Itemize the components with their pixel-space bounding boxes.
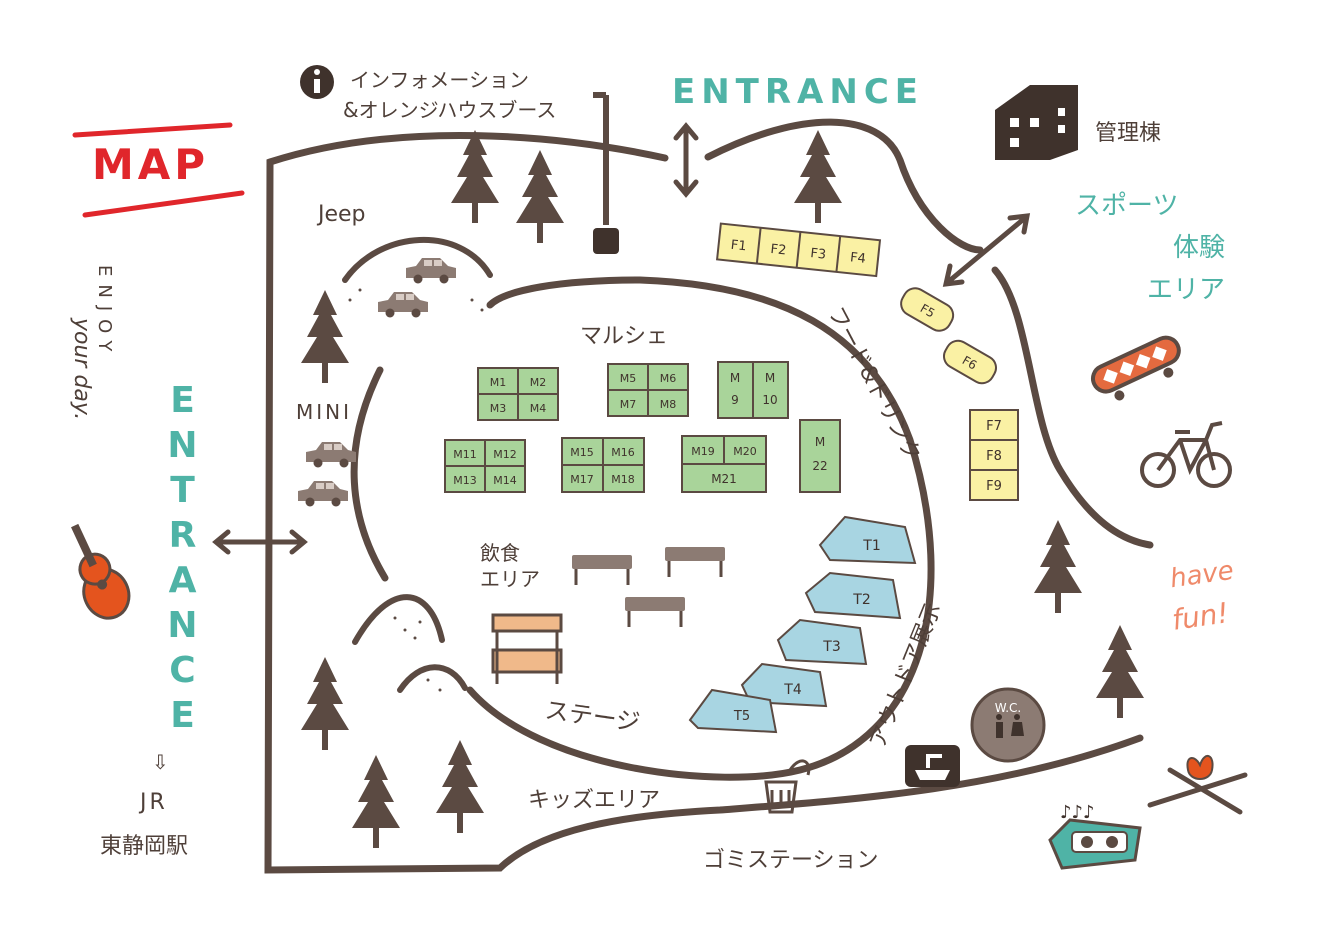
svg-text:F9: F9 <box>986 479 1002 494</box>
kids-area-label: キッズエリア <box>528 788 661 813</box>
svg-text:10: 10 <box>762 393 777 407</box>
admin-label: 管理棟 <box>1095 121 1162 146</box>
food-label: F2 <box>770 242 787 259</box>
eating-area-label: 飲食 エリア <box>480 541 540 591</box>
svg-text:M4: M4 <box>530 402 547 415</box>
garbage-label: ゴミステーション <box>703 848 879 873</box>
svg-text:M21: M21 <box>711 472 737 486</box>
svg-text:♪♪♪: ♪♪♪ <box>1060 802 1094 823</box>
svg-text:M8: M8 <box>660 398 677 411</box>
sink-icon <box>905 745 960 787</box>
svg-text:F6: F6 <box>960 353 980 372</box>
station-label: 東静岡駅 <box>100 834 189 859</box>
food-car: F5 <box>900 287 955 332</box>
hill <box>342 236 493 693</box>
svg-text:M18: M18 <box>611 473 635 486</box>
down-arrow-icon: ⇩ <box>152 750 169 774</box>
marche-block: M 22 <box>799 419 841 493</box>
outer-road-east <box>991 266 1154 549</box>
radio-icon: ♪♪♪ <box>1048 802 1142 870</box>
marche-label: マルシェ <box>580 324 669 349</box>
svg-text:M5: M5 <box>620 372 637 385</box>
svg-text:22: 22 <box>812 459 827 473</box>
svg-text:M19: M19 <box>691 445 715 458</box>
wc-label: W.C. <box>995 701 1022 715</box>
marche-block: M1 M2 M3 M4 <box>477 367 559 421</box>
tent-icon: T1 T2 T3 T4 T5 <box>688 515 917 734</box>
svg-text:M2: M2 <box>530 376 547 389</box>
svg-text:9: 9 <box>731 393 739 407</box>
house-icon <box>995 85 1078 160</box>
marche-block: M11 M12 M13 M14 <box>444 439 526 493</box>
svg-text:M3: M3 <box>490 402 507 415</box>
svg-text:M11: M11 <box>453 448 477 461</box>
svg-text:M: M <box>765 371 775 385</box>
food-label: F1 <box>730 238 747 255</box>
food-label: F3 <box>810 246 827 263</box>
outer-road-right <box>704 118 984 254</box>
svg-text:M7: M7 <box>620 398 637 411</box>
jr-label: JR <box>140 790 168 815</box>
table-icon <box>570 545 727 629</box>
food-label: F4 <box>849 250 866 267</box>
svg-text:T4: T4 <box>783 682 802 698</box>
svg-text:M16: M16 <box>611 446 635 459</box>
guitar-icon <box>71 523 131 620</box>
svg-text:T3: T3 <box>822 639 840 655</box>
sports-label: スポーツ 体験 エリア <box>1075 191 1226 305</box>
bicycle-icon <box>1140 421 1232 488</box>
info-sub-label: &オレンジハウスブース <box>343 98 557 122</box>
outer-road <box>264 131 1144 874</box>
toilet-icon <box>970 687 1046 763</box>
left-entrance-label[interactable]: ENTRANCE <box>162 380 203 740</box>
trash-icon <box>764 759 811 814</box>
food-car: F6 <box>943 339 997 385</box>
svg-text:M1: M1 <box>490 376 507 389</box>
svg-text:T1: T1 <box>862 538 880 554</box>
svg-text:M13: M13 <box>453 474 477 487</box>
svg-text:M20: M20 <box>733 445 757 458</box>
info-booth <box>593 228 619 254</box>
inner-loop <box>350 276 935 781</box>
info-label: インフォメーション <box>350 68 529 92</box>
skateboard-icon <box>1090 335 1181 401</box>
mini-label: MINI <box>296 400 353 424</box>
page-title: MAP <box>92 140 210 189</box>
svg-text:M17: M17 <box>570 473 594 486</box>
marche-block: M19 M20 M21 <box>681 435 767 493</box>
enjoy-label: ENJOY <box>94 265 115 360</box>
marche-block: M M 9 10 <box>717 361 789 419</box>
svg-text:M14: M14 <box>493 474 517 487</box>
svg-text:M: M <box>815 435 825 449</box>
marche-block: M5 M6 M7 M8 <box>607 363 689 417</box>
your-day-label: your day. <box>69 318 94 421</box>
svg-text:M: M <box>730 371 740 385</box>
marche-block: M15 M16 M17 M18 <box>561 437 645 493</box>
food-block-right: F7 F8 F9 <box>969 409 1019 501</box>
top-entrance-label[interactable]: ENTRANCE <box>672 72 924 112</box>
svg-text:F5: F5 <box>918 301 938 320</box>
food-block-top: F1 F2 F3 F4 <box>715 222 882 278</box>
arrow-icon <box>212 122 1031 555</box>
svg-text:M15: M15 <box>570 446 594 459</box>
info-icon <box>300 65 334 99</box>
svg-text:M6: M6 <box>660 372 677 385</box>
svg-text:T2: T2 <box>852 592 870 608</box>
jeep-label: Jeep <box>318 202 366 227</box>
stage-icon <box>491 613 563 684</box>
svg-text:F7: F7 <box>986 419 1002 434</box>
campfire-icon <box>1147 755 1248 815</box>
svg-text:F8: F8 <box>986 449 1002 464</box>
svg-text:T5: T5 <box>733 709 750 724</box>
svg-text:M12: M12 <box>493 448 517 461</box>
